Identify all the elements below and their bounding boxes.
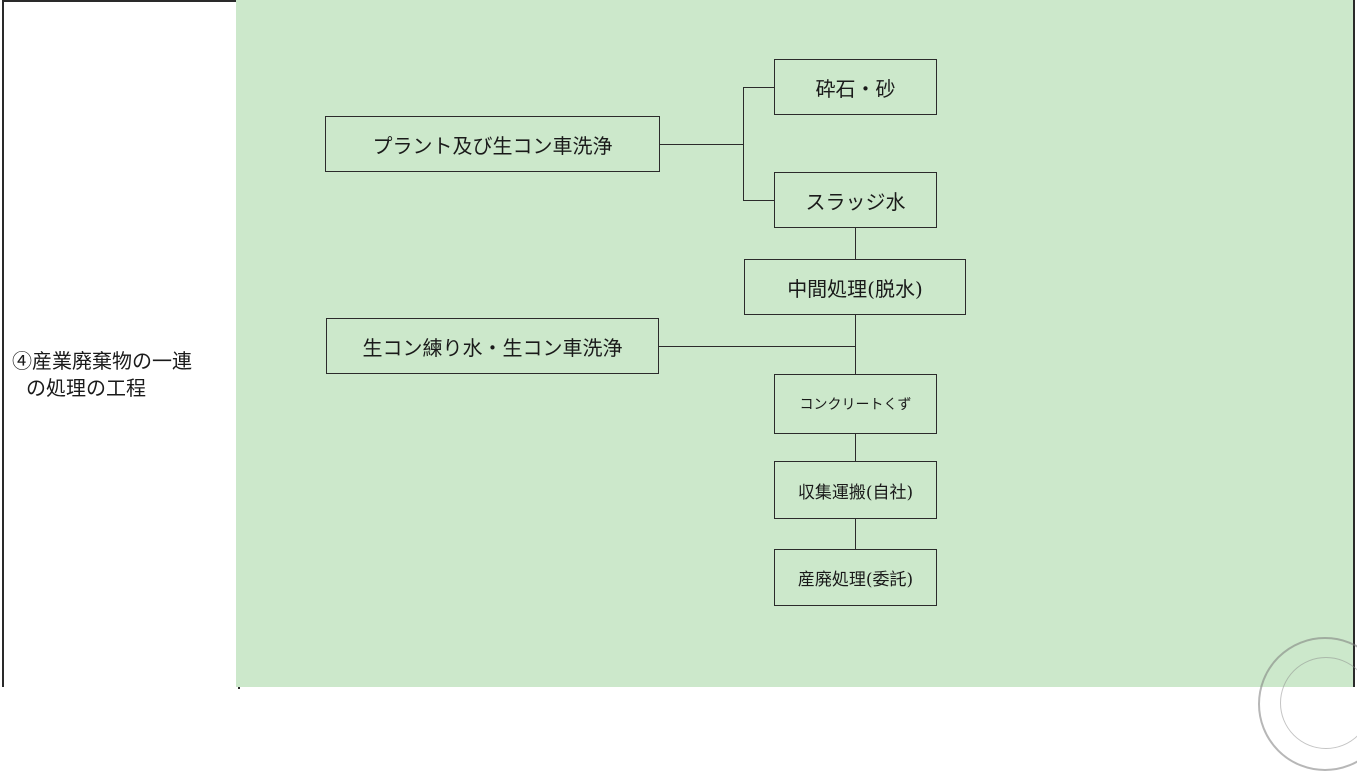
connector-collection-to-disposal <box>855 519 856 549</box>
row-label-line2: の処理の工程 <box>26 376 146 400</box>
connector-to-sludge <box>743 200 774 201</box>
plant-wash-box: プラント及び生コン車洗浄 <box>325 116 660 172</box>
process-flow-diagram: プラント及び生コン車洗浄 砕石・砂 スラッジ水 中間処理(脱水) 生コン練り水・… <box>236 0 1353 687</box>
row-label: ④産業廃棄物の一連 の処理の工程 <box>12 348 238 402</box>
gravel-sand-box: 砕石・砂 <box>774 59 937 115</box>
row-label-cell: ④産業廃棄物の一連 の処理の工程 <box>4 2 240 689</box>
intermediate-treatment-box: 中間処理(脱水) <box>744 259 966 315</box>
row-label-line1: ④産業廃棄物の一連 <box>12 349 192 373</box>
disposal-box: 産廃処理(委託) <box>774 549 937 606</box>
connector-to-gravel <box>743 87 774 88</box>
sludge-water-box: スラッジ水 <box>774 172 937 228</box>
connector-plant-to-branch <box>660 144 744 145</box>
concrete-waste-box: コンクリートくず <box>774 374 937 434</box>
connector-sludge-to-intermediate <box>855 228 856 259</box>
connector-concrete-to-collection <box>855 434 856 461</box>
connector-branch-vertical <box>743 87 744 201</box>
document-table: ④産業廃棄物の一連 の処理の工程 <box>2 0 1355 689</box>
connector-mixing-water <box>659 346 855 347</box>
collection-box: 収集運搬(自社) <box>774 461 937 519</box>
connector-intermediate-to-concrete <box>855 315 856 374</box>
mixing-water-box: 生コン練り水・生コン車洗浄 <box>326 318 659 374</box>
